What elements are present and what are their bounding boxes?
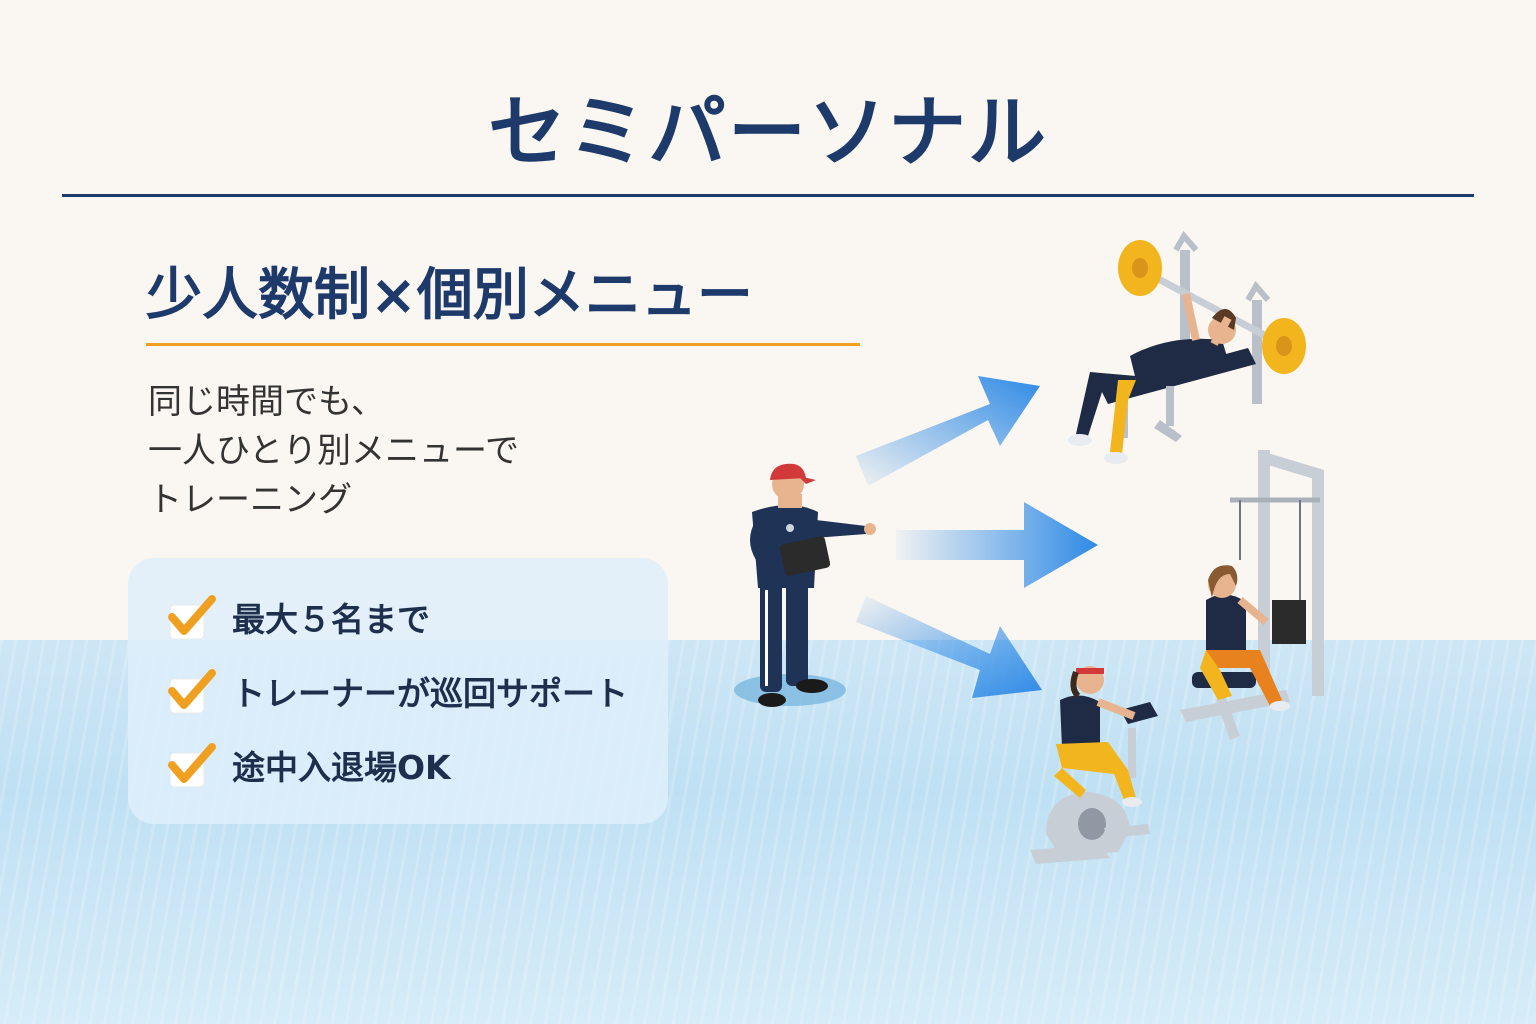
check-icon [166,743,216,788]
arrow-icon [896,502,1098,588]
description-line-1: 同じ時間でも、 [148,382,385,422]
arrow-icon [856,376,1040,486]
exercise-bike-icon [1030,666,1158,864]
trainer-icon [734,463,876,707]
check-icon [166,595,216,640]
feature-item: 最大５名まで [166,592,430,642]
subtitle: 少人数制×個別メニュー [146,263,753,328]
lat-pulldown-icon [1180,450,1324,740]
feature-label: 最大５名まで [232,600,430,639]
feature-item: トレーナーが巡回サポート [166,666,628,716]
description-line-3: トレーニング [148,480,352,520]
check-icon [166,669,216,714]
arrow-icon [856,596,1042,698]
feature-panel: 最大５名まで トレーナーが巡回サポート 途中入退場OK [128,558,668,824]
title-divider [62,194,1474,197]
feature-label: 途中入退場OK [232,748,451,787]
feature-label: トレーナーが巡回サポート [232,674,628,713]
feature-item: 途中入退場OK [166,740,451,790]
subtitle-underline [146,343,860,346]
bench-press-icon [1068,230,1306,464]
page-title: セミパーソナル [487,88,1048,178]
description: 同じ時間でも、 一人ひとり別メニューで トレーニング [148,378,708,525]
description-line-2: 一人ひとり別メニューで [148,431,519,471]
